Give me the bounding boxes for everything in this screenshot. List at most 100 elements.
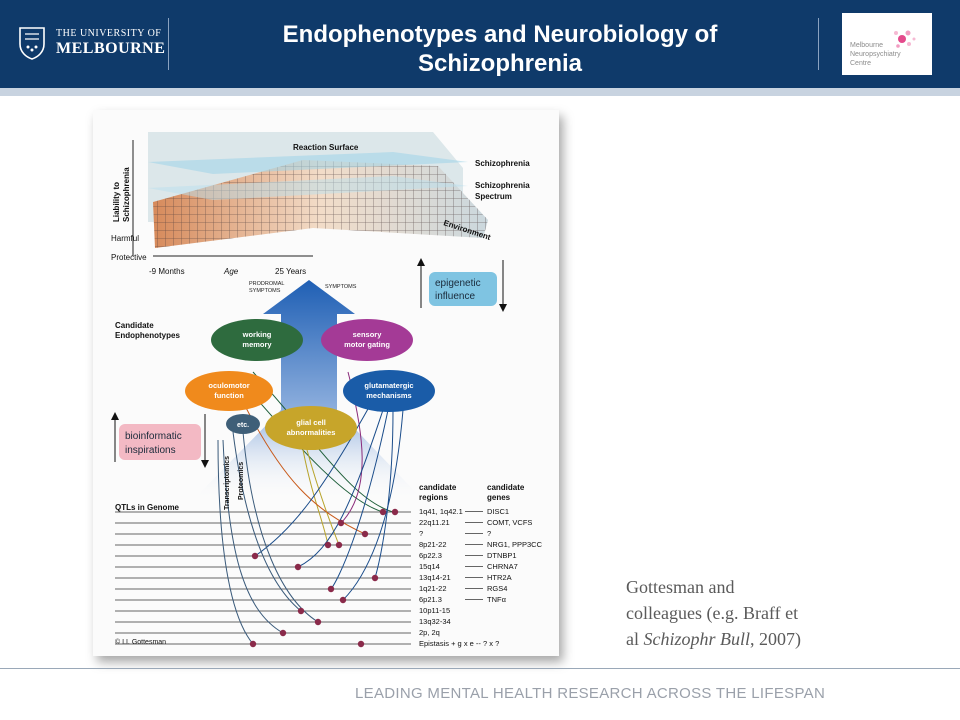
spectrum-label-line1: Schizophrenia <box>475 181 530 190</box>
bioinformatic-up-arrowhead <box>111 412 119 420</box>
schizophrenia-plane <box>148 152 468 174</box>
header-stripe <box>0 88 960 96</box>
centre-name-line2: Neuropsychiatry <box>850 51 901 58</box>
etc-node <box>226 414 260 434</box>
caption-line1: Gottesman and <box>626 577 735 597</box>
locus-region: 15q14 <box>419 562 440 571</box>
locus-region: 6p22.3 <box>419 551 442 560</box>
locus-gene: HTR2A <box>487 573 512 582</box>
slide-title-line1: Endophenotypes and Neurobiology of <box>282 21 718 48</box>
protective-label: Protective <box>111 253 147 262</box>
working-memory-node <box>211 319 303 361</box>
footer-tagline: LEADING MENTAL HEALTH RESEARCH ACROSS TH… <box>355 685 826 702</box>
oculomotor-label-line1: oculomotor <box>208 381 249 390</box>
epigenetic-label-line1: epigenetic <box>435 278 481 289</box>
locus-gene: NRG1, PPP3CC <box>487 540 543 549</box>
epigenetic-label-line2: influence <box>435 291 475 302</box>
copyright-label: © I.I. Gottesman <box>115 638 166 646</box>
sensory-motor-gating-label-line1: sensory <box>353 330 383 339</box>
reaction-surface-label: Reaction Surface <box>293 143 359 152</box>
sensory-motor-gating-node <box>321 319 413 361</box>
caption-journal: Schizophr Bull <box>643 629 751 649</box>
caption-line3-prefix: al <box>626 629 644 649</box>
flower-icon <box>894 30 916 48</box>
locus-region: 2p, 2q <box>419 628 440 637</box>
spectrum-plane <box>148 176 468 200</box>
header-divider-right <box>818 18 819 70</box>
upward-arrow <box>193 280 423 500</box>
gottesman-figure: Reaction Surface Liability to Schizophre… <box>93 110 559 656</box>
university-logo: THE UNIVERSITY OF MELBOURNE <box>18 26 168 62</box>
glutamatergic-label-line1: glutamatergic <box>364 381 413 390</box>
glial-cell-abnormalities-node <box>265 406 357 450</box>
gene-connections <box>217 371 404 645</box>
caption-line3: al Schizophr Bull, 2007) <box>626 626 926 652</box>
crest-icon <box>19 27 45 60</box>
glial-label-line1: glial cell <box>296 418 326 427</box>
slide-title: Endophenotypes and Neurobiology of Schiz… <box>190 20 810 78</box>
locus-region: Epistasis + g x e -- ? x ? <box>419 639 499 648</box>
centre-name-line1: Melbourne <box>850 42 884 49</box>
footer-divider <box>0 668 960 669</box>
locus-gene: DTNBP1 <box>487 551 517 560</box>
bioinformatic-down-arrowhead <box>201 460 209 468</box>
working-memory-label-line2: memory <box>242 340 272 349</box>
candidate-regions-header-line1: candidate <box>419 483 457 492</box>
schizophrenia-label: Schizophrenia <box>475 159 530 168</box>
locus-region: 6p21.3 <box>419 595 442 604</box>
epigenetic-box <box>429 272 497 306</box>
glial-label-line2: abnormalities <box>287 428 336 437</box>
locus-region: 10p11-15 <box>419 606 450 615</box>
transcriptomics-label: Transcriptomics <box>224 456 231 510</box>
slide-title-line2: Schizophrenia <box>417 50 583 77</box>
locus-gene: TNFα <box>487 595 507 604</box>
candidate-genes-header-line1: candidate <box>487 483 525 492</box>
locus-gene: DISC1 <box>487 507 509 516</box>
gene-dots <box>249 508 399 648</box>
candidate-regions-header-line2: regions <box>419 493 448 502</box>
locus-region: 8p21-22 <box>419 540 447 549</box>
glutamatergic-mechanisms-node <box>343 370 435 412</box>
epigenetic-up-arrowhead <box>417 258 425 266</box>
locus-region: 13q14-21 <box>419 573 451 582</box>
qtl-lines <box>115 511 411 645</box>
years-25-label: 25 Years <box>275 267 306 276</box>
centre-name-line3: Centre <box>850 60 872 67</box>
locus-region: 22q11.21 <box>419 518 450 527</box>
locus-region: 1q21-22 <box>419 584 447 593</box>
candidate-endophenotypes-line1: Candidate <box>115 321 154 330</box>
working-memory-label-line1: working <box>242 330 272 339</box>
prodromal-label-line1: PRODROMAL <box>249 281 284 287</box>
centre-name: Melbourne Neuropsychiatry Centre <box>850 41 910 68</box>
caption-line3-suffix: , 2007) <box>750 629 801 649</box>
header-divider-left <box>168 18 169 70</box>
locus-region: ? <box>419 529 423 538</box>
epigenetic-down-arrowhead <box>499 304 507 312</box>
neuropsychiatry-centre-logo: Melbourne Neuropsychiatry Centre <box>842 13 932 75</box>
sensory-motor-gating-label-line2: motor gating <box>344 340 390 349</box>
bioinformatic-label-line1: bioinformatic <box>125 431 182 442</box>
candidate-genes-header-line2: genes <box>487 493 511 502</box>
minus-9-months-label: -9 Months <box>149 267 185 276</box>
locus-gene: RGS4 <box>487 584 507 593</box>
university-name-line2: MELBOURNE <box>56 40 166 57</box>
prodromal-label-line2: SYMPTOMS <box>249 288 281 294</box>
etc-label: etc. <box>237 422 249 429</box>
university-name-line1: THE UNIVERSITY OF <box>56 28 162 39</box>
bioinformatic-box <box>119 424 201 460</box>
locus-gene: COMT, VCFS <box>487 518 532 527</box>
locus-region: 13q32-34 <box>419 617 451 626</box>
candidate-endophenotypes-line2: Endophenotypes <box>115 331 180 340</box>
proteomics-label: Proteomics <box>238 462 245 500</box>
harmful-label: Harmful <box>111 234 139 243</box>
caption-line2: colleagues (e.g. Braff et <box>626 603 799 623</box>
figure-diagram: Reaction Surface Liability to Schizophre… <box>111 132 543 648</box>
locus-gene: CHRNA7 <box>487 562 518 571</box>
locus-region: 1q41, 1q42.1 <box>419 507 463 516</box>
liability-label-line1: Liability to <box>112 182 121 222</box>
liability-label-line2: Schizophrenia <box>122 167 131 222</box>
symptoms-label: SYMPTOMS <box>325 284 357 290</box>
bioinformatic-label-line2: inspirations <box>125 445 176 456</box>
qtls-label: QTLs in Genome <box>115 503 180 512</box>
